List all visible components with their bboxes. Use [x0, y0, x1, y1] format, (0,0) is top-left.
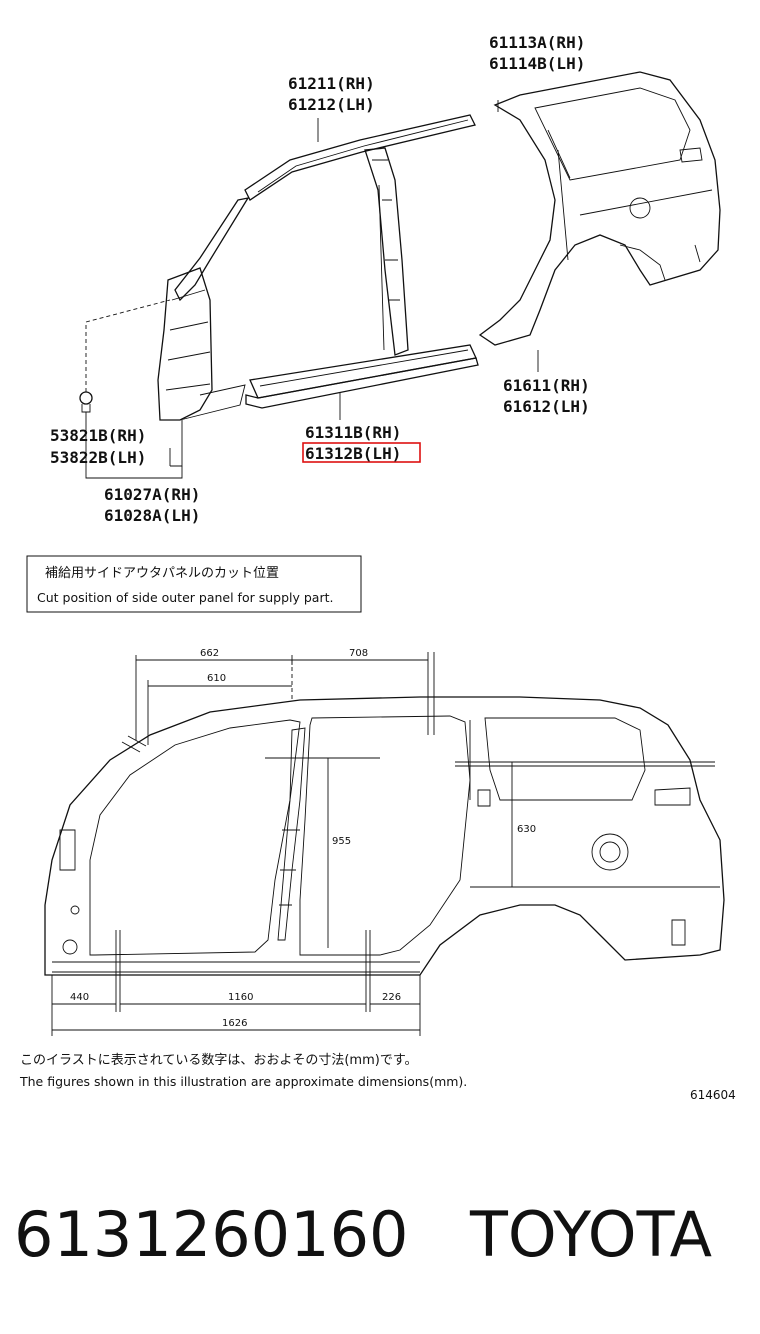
dim-1160: 1160 [228, 992, 253, 1003]
highlight-box [302, 442, 421, 463]
part-number: 6131260160 [14, 1198, 408, 1271]
dim-662: 662 [200, 648, 219, 659]
dim-630: 630 [517, 824, 536, 835]
dim-708: 708 [349, 648, 368, 659]
part-label-61027a: 61027A(RH) [104, 485, 200, 504]
part-label-61611: 61611(RH) [503, 376, 590, 395]
exploded-view [79, 71, 721, 479]
dimension-lines [51, 652, 715, 1036]
footnote-jp: このイラストに表示されている数字は、おおよその寸法(mm)です。 [20, 1053, 418, 1068]
dimension-view [44, 696, 725, 976]
footnote-en: The figures shown in this illustration a… [19, 1074, 467, 1089]
part-label-61612: 61612(LH) [503, 397, 590, 416]
figure-code: 614604 [690, 1088, 736, 1102]
part-label-61028a: 61028A(LH) [104, 506, 200, 525]
part-label-61114b: 61114B(LH) [489, 54, 585, 73]
part-label-53822b: 53822B(LH) [50, 448, 146, 467]
part-label-61311b: 61311B(RH) [305, 423, 401, 442]
caption-en: Cut position of side outer panel for sup… [37, 590, 333, 605]
brand-name: TOYOTA [469, 1198, 712, 1271]
part-label-53821b: 53821B(RH) [50, 426, 146, 445]
part-label-61211: 61211(RH) [288, 74, 375, 93]
dim-1626: 1626 [222, 1018, 247, 1029]
dim-955: 955 [332, 836, 351, 847]
caption-box: 補給用サイドアウタパネルのカット位置 Cut position of side … [26, 555, 362, 613]
dim-226: 226 [382, 992, 401, 1003]
dim-440: 440 [70, 992, 89, 1003]
dim-610: 610 [207, 673, 226, 684]
part-label-61212: 61212(LH) [288, 95, 375, 114]
part-label-61312b-highlighted[interactable]: 61312B(LH) [305, 444, 401, 463]
caption-jp: 補給用サイドアウタパネルのカット位置 [45, 566, 279, 581]
part-label-61113a: 61113A(RH) [489, 33, 585, 52]
